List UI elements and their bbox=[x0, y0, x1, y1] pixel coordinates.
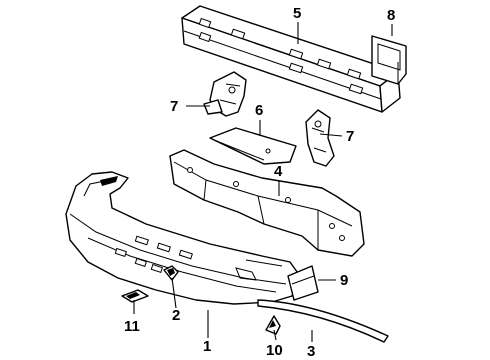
callout-2: 2 bbox=[172, 307, 180, 324]
insert-11 bbox=[121, 289, 149, 303]
callout-7-right: 7 bbox=[346, 128, 354, 145]
energy-absorber bbox=[169, 149, 365, 257]
isolator-bracket-right bbox=[305, 109, 335, 167]
callout-9: 9 bbox=[340, 272, 348, 289]
callout-4: 4 bbox=[274, 163, 283, 180]
callout-5: 5 bbox=[293, 5, 301, 22]
callout-10: 10 bbox=[266, 342, 283, 359]
callouts: 5 8 7 6 7 4 9 2 1 11 10 3 bbox=[124, 5, 395, 360]
callout-6: 6 bbox=[255, 102, 263, 119]
retainer-clip bbox=[163, 265, 179, 281]
callout-7-left: 7 bbox=[170, 98, 178, 115]
bracket-9 bbox=[287, 265, 319, 301]
leader-lines bbox=[133, 22, 393, 342]
callout-11: 11 bbox=[124, 318, 140, 335]
callout-1: 1 bbox=[203, 338, 211, 355]
mounting-bracket bbox=[371, 35, 407, 85]
isolator-bracket-left bbox=[203, 71, 247, 117]
callout-3: 3 bbox=[307, 343, 315, 360]
callout-8: 8 bbox=[387, 7, 395, 24]
molding-strip bbox=[257, 299, 389, 343]
bumper-cover bbox=[65, 171, 301, 305]
end-cap bbox=[265, 315, 281, 335]
absorber-pad bbox=[209, 127, 297, 165]
